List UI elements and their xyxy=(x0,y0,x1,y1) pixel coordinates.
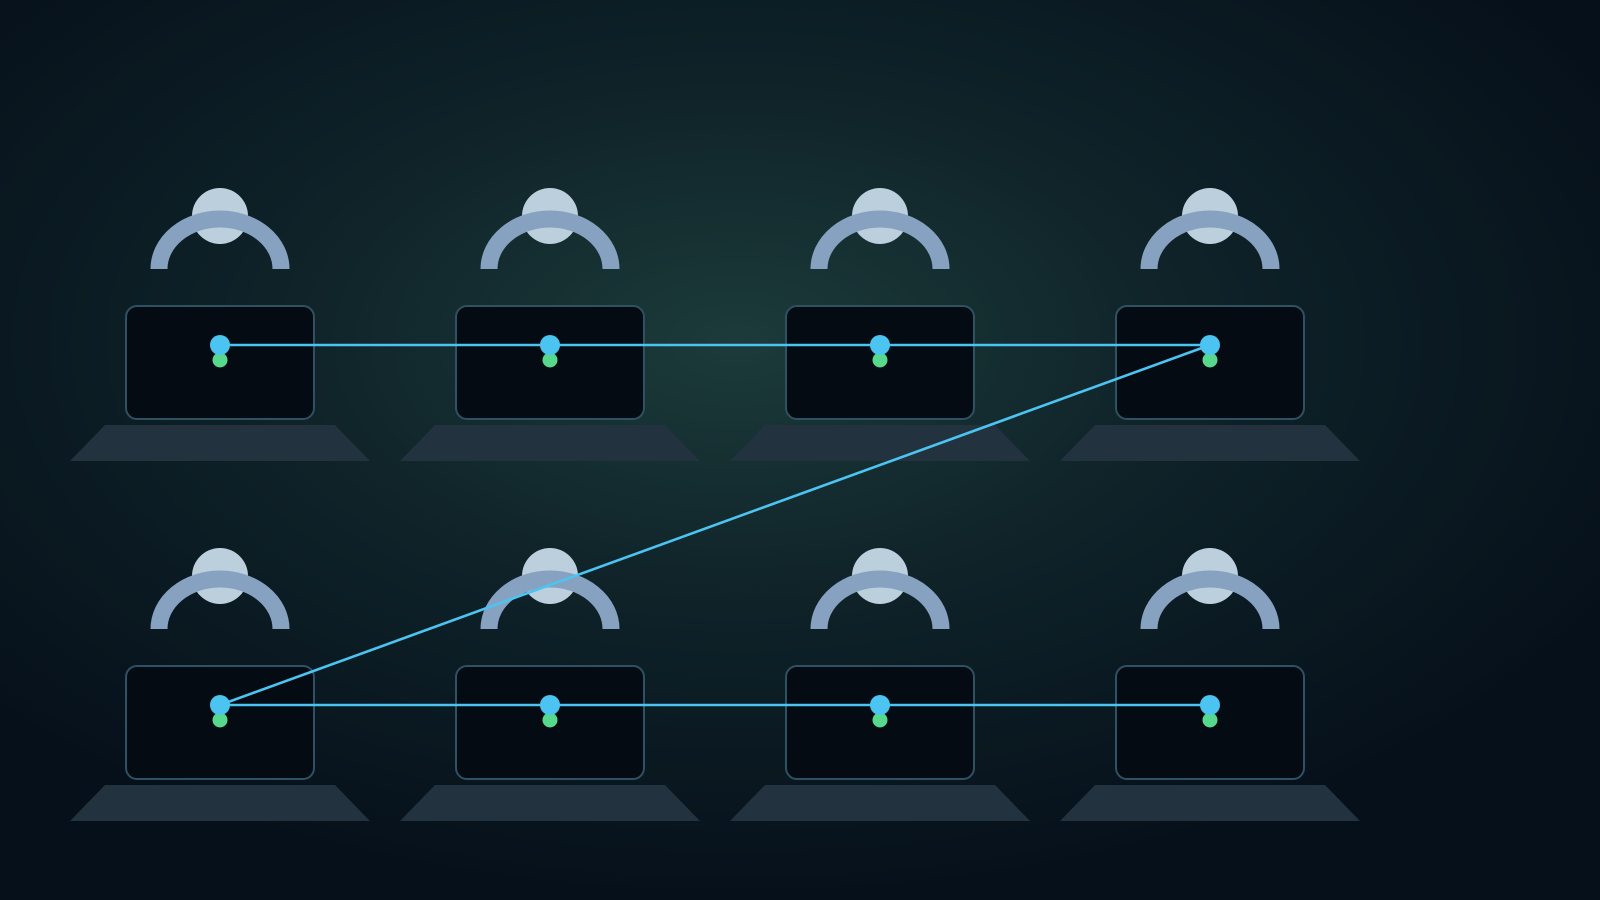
node-blue-dot xyxy=(870,695,890,715)
node-blue-dot xyxy=(540,335,560,355)
workstations-group xyxy=(70,188,1360,821)
node-green-dot xyxy=(872,712,888,728)
node-blue-dot xyxy=(1200,335,1220,355)
person-shoulders-icon xyxy=(150,570,290,630)
node-green-dot xyxy=(872,352,888,368)
desk-icon xyxy=(400,785,700,821)
person-shoulders-icon xyxy=(150,210,290,270)
connections-group xyxy=(219,343,1211,707)
node-green-dot xyxy=(212,712,228,728)
desk-icon xyxy=(1060,785,1360,821)
node-green-dot xyxy=(1202,352,1218,368)
desk-icon xyxy=(70,425,370,461)
workstation xyxy=(730,188,1030,461)
node-green-dot xyxy=(1202,712,1218,728)
person-shoulders-icon xyxy=(1140,570,1280,630)
connection-line xyxy=(219,343,1211,707)
desk-icon xyxy=(400,425,700,461)
node-blue-dot xyxy=(1200,695,1220,715)
desk-icon xyxy=(70,785,370,821)
person-shoulders-icon xyxy=(480,210,620,270)
person-shoulders-icon xyxy=(810,210,950,270)
node-green-dot xyxy=(542,712,558,728)
node-green-dot xyxy=(542,352,558,368)
desk-icon xyxy=(730,425,1030,461)
person-shoulders-icon xyxy=(1140,210,1280,270)
nodes-group xyxy=(210,335,1220,728)
person-shoulders-icon xyxy=(480,570,620,630)
node-blue-dot xyxy=(540,695,560,715)
workstation xyxy=(70,188,370,461)
desk-icon xyxy=(1060,425,1360,461)
node-blue-dot xyxy=(210,695,230,715)
node-green-dot xyxy=(212,352,228,368)
node-blue-dot xyxy=(210,335,230,355)
person-shoulders-icon xyxy=(810,570,950,630)
node-blue-dot xyxy=(870,335,890,355)
desk-icon xyxy=(730,785,1030,821)
